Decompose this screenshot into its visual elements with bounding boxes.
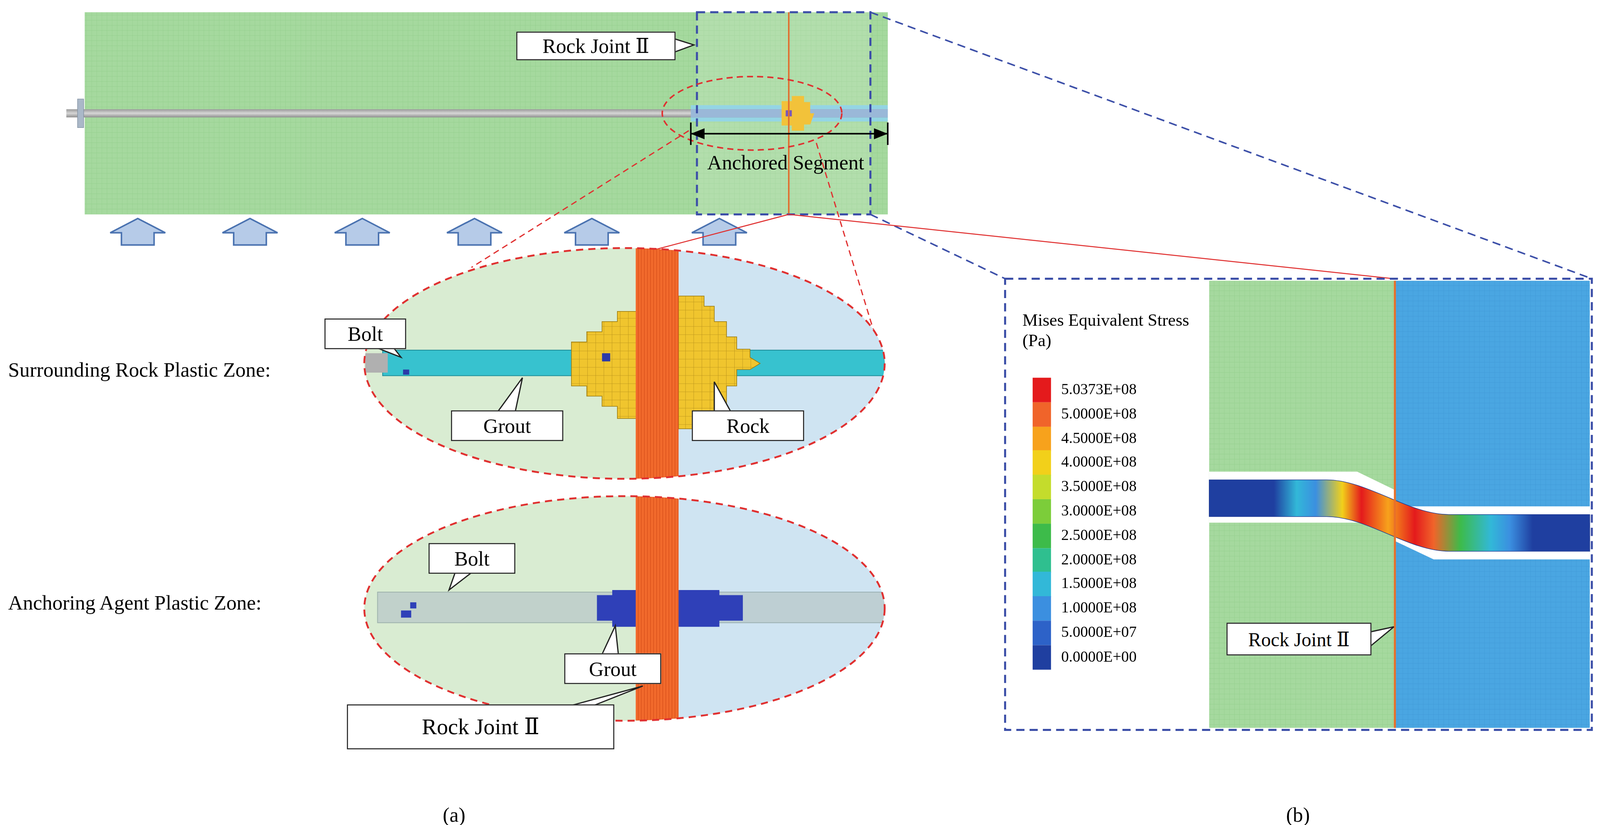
callout-text: Rock [726, 413, 770, 438]
rock-joint-line [1394, 280, 1397, 728]
callout-text: Grout [483, 413, 531, 438]
rock-joint-line [787, 12, 790, 215]
callout-box: Grout [564, 652, 662, 684]
bearing-plate [77, 98, 84, 128]
legend-swatch [1032, 523, 1051, 549]
callout-box: Bolt [428, 542, 516, 574]
legend-value: 3.0000E+08 [1061, 501, 1137, 520]
legend-swatch [1032, 499, 1051, 524]
dimension-arrow [690, 133, 888, 135]
callout-box: Rock Joint Ⅱ [516, 31, 676, 61]
legend-swatch [1032, 596, 1051, 622]
rock-joint-band [635, 245, 679, 485]
zoom-leader [870, 214, 1005, 279]
legend-swatch [1032, 474, 1051, 500]
legend-value: 4.5000E+08 [1061, 429, 1137, 447]
legend-title: Mises Equivalent Stress (Pa) [1022, 310, 1207, 352]
joint-leader [788, 214, 1395, 279]
detail-ellipse [364, 247, 885, 479]
detail-leader [471, 130, 689, 268]
callout-text: Grout [588, 656, 637, 681]
callout-text: Rock Joint Ⅱ [1248, 627, 1350, 651]
zoom-box [696, 12, 871, 215]
row-label: Surrounding Rock Plastic Zone: [8, 356, 315, 382]
dimension-tick [689, 122, 692, 145]
load-arrow [446, 218, 502, 245]
bolt-rod [66, 109, 888, 118]
plastic-zone [781, 96, 815, 131]
grout-plastic-zone [678, 589, 743, 627]
callout-tails [377, 38, 1395, 705]
dimension-label: Anchored Segment [681, 150, 890, 175]
plastic-zone [678, 295, 761, 429]
callout-tail [448, 572, 472, 590]
legend-value: 2.0000E+08 [1061, 550, 1137, 569]
legend-swatch [1032, 426, 1051, 451]
callout-tail [674, 38, 694, 53]
rock-joint-band [635, 493, 679, 724]
legend-swatch [1032, 401, 1051, 427]
plastic-zone [571, 311, 638, 419]
callout-text: Bolt [454, 546, 490, 570]
legend-value: 1.0000E+08 [1061, 599, 1137, 617]
callout-tail [714, 381, 731, 412]
bolt-stress-contour [1209, 479, 1590, 551]
callout-tail [571, 685, 643, 706]
legend-value: 1.5000E+08 [1061, 574, 1137, 593]
callout-tail [601, 625, 619, 655]
callout-tail [497, 377, 523, 412]
callout-text: Rock Joint Ⅱ [421, 713, 540, 740]
legend-swatch [1032, 377, 1051, 403]
callout-text: Rock Joint Ⅱ [542, 33, 650, 59]
callout-box: Rock [691, 410, 805, 441]
grout-plastic-element [400, 610, 412, 618]
callout-tail [1370, 626, 1395, 646]
legend-value: 5.0373E+08 [1061, 380, 1137, 399]
joint-leader [652, 214, 789, 250]
zoom-box [1004, 278, 1592, 730]
legend-value: 4.0000E+08 [1061, 453, 1137, 471]
legend-swatch [1032, 547, 1051, 573]
bolt-hole [1209, 471, 1590, 560]
load-arrow [222, 218, 278, 245]
callout-box: Rock Joint Ⅱ [1226, 622, 1372, 655]
load-arrow [334, 218, 390, 245]
detail-ellipse [662, 76, 842, 151]
detail-ellipse [364, 495, 885, 721]
panel-label: (a) [413, 802, 495, 825]
dimension-tick [886, 122, 889, 145]
load-arrows [110, 218, 747, 245]
legend-swatch [1032, 620, 1051, 646]
grout-plastic-detail [362, 493, 888, 724]
legend-value: 0.0000E+00 [1061, 647, 1137, 666]
legend-value: 3.5000E+08 [1061, 477, 1137, 496]
callout-box: Grout [450, 410, 564, 441]
legend-swatch [1032, 571, 1051, 597]
zoom-leader [870, 12, 1592, 279]
callout-box: Bolt [324, 318, 407, 349]
grout-plastic-element [410, 601, 417, 609]
legend-swatch [1032, 644, 1051, 670]
rock-plastic-detail [362, 245, 888, 485]
load-arrow [691, 218, 747, 245]
panel-label: (b) [1257, 802, 1340, 825]
bolt-end [365, 352, 388, 373]
row-label: Anchoring Agent Plastic Zone: [8, 589, 315, 615]
load-arrow [564, 218, 620, 245]
plastic-element [601, 352, 611, 362]
legend-value: 5.0000E+08 [1061, 404, 1137, 423]
grout-plastic-zone [597, 589, 638, 627]
legend-swatch [1032, 450, 1051, 476]
callout-text: Bolt [347, 321, 383, 346]
callout-tail [377, 348, 402, 358]
load-arrow [110, 218, 166, 245]
callout-box: Rock Joint Ⅱ [346, 704, 615, 749]
rock-right [1394, 280, 1590, 728]
legend-value: 5.0000E+07 [1061, 623, 1137, 642]
plastic-element [402, 369, 410, 375]
legend-value: 2.5000E+08 [1061, 526, 1137, 544]
